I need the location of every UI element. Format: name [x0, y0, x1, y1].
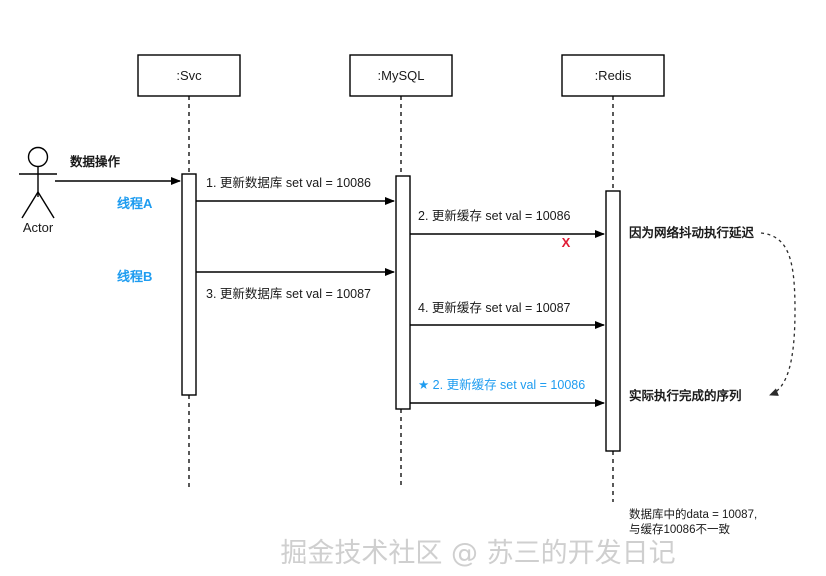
message-4[interactable]: 4. 更新缓存 set val = 10087	[410, 300, 605, 329]
participant-redis-label: :Redis	[595, 68, 632, 83]
participant-svc-label: :Svc	[176, 68, 202, 83]
message-2[interactable]: 2. 更新缓存 set val = 10086 X	[410, 208, 605, 250]
footer-note-line2: 与缓存10086不一致	[629, 522, 730, 536]
participant-svc[interactable]: :Svc	[137, 54, 241, 487]
message-3[interactable]: 3. 更新数据库 set val = 10087	[196, 268, 395, 301]
actor[interactable]: Actor	[19, 146, 57, 236]
actor-leg-right-icon	[37, 191, 55, 219]
participant-mysql[interactable]: :MySQL	[349, 54, 453, 487]
participant-svc-box[interactable]	[137, 54, 241, 97]
actor-head-icon	[27, 146, 49, 168]
note-network-jitter-label: 因为网络抖动执行延迟	[629, 225, 755, 240]
participant-redis-box[interactable]	[561, 54, 665, 97]
watermark: 掘金技术社区 @ 苏三的开发日记	[280, 538, 675, 569]
activation-bar-redis[interactable]	[605, 190, 621, 452]
message-1-label: 1. 更新数据库 set val = 10086	[206, 175, 371, 190]
message-actor-to-svc-label: 数据操作	[69, 154, 121, 169]
participant-redis[interactable]: :Redis	[561, 54, 665, 502]
participant-mysql-label: :MySQL	[378, 68, 425, 83]
footer-note-line1: 数据库中的data = 10087,	[629, 507, 757, 521]
actor-label: Actor	[23, 220, 54, 235]
note-group: 因为网络抖动执行延迟 实际执行完成的序列	[629, 225, 796, 403]
message-3-label: 3. 更新数据库 set val = 10087	[206, 286, 371, 301]
note-connector-dashed-curve	[760, 232, 796, 396]
activation-bar-svc[interactable]	[181, 173, 197, 396]
message-4-label: 4. 更新缓存 set val = 10087	[418, 300, 571, 315]
message-2-delayed-label: ★ 2. 更新缓存 set val = 10086	[418, 377, 585, 392]
note-actual-sequence-label: 实际执行完成的序列	[629, 388, 742, 403]
activation-bar-mysql[interactable]	[395, 175, 411, 410]
footer-note: 数据库中的data = 10087, 与缓存10086不一致	[629, 507, 757, 536]
message-2-label: 2. 更新缓存 set val = 10086	[418, 208, 571, 223]
failure-mark-icon: X	[562, 235, 571, 250]
participant-mysql-box[interactable]	[349, 54, 453, 97]
message-actor-to-svc[interactable]: 数据操作	[55, 154, 181, 185]
message-1[interactable]: 1. 更新数据库 set val = 10086	[196, 175, 395, 205]
actor-leg-left-icon	[21, 191, 39, 219]
thread-b-label: 线程B	[117, 269, 152, 284]
thread-a-label: 线程A	[117, 196, 153, 211]
message-2-delayed[interactable]: ★ 2. 更新缓存 set val = 10086	[410, 377, 605, 407]
